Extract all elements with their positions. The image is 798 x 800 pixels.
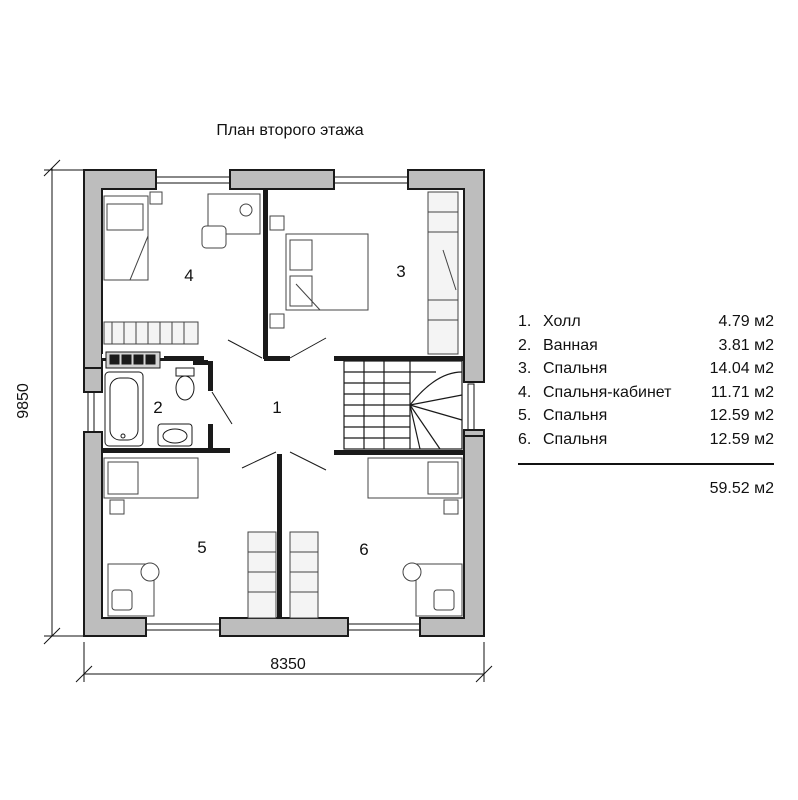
legend-number: 2. (518, 336, 532, 354)
room-number-1: 1 (272, 398, 282, 417)
legend-row: 4. Спальня-кабинет 11.71 м2 (518, 381, 774, 405)
room-number-5: 5 (197, 538, 207, 557)
legend-room-area: 12.59 м2 (709, 430, 774, 448)
room-3-furniture (269, 191, 459, 355)
room-5-furniture (103, 457, 277, 619)
legend-row: 5. Спальня 12.59 м2 (518, 404, 774, 428)
legend-room-area: 12.59 м2 (709, 407, 774, 425)
legend-number: 4. (518, 383, 532, 401)
room-number-3: 3 (396, 262, 406, 281)
door-swings (211, 337, 327, 471)
legend-room-area: 3.81 м2 (718, 336, 774, 354)
staircase (343, 360, 463, 450)
room-6-furniture (289, 457, 463, 619)
legend-room-name: Ванная (543, 336, 598, 354)
legend-room-name: Спальня (543, 360, 608, 378)
room-number-2: 2 (153, 398, 163, 417)
exterior-walls (83, 169, 485, 637)
dimension-lines (43, 159, 493, 683)
legend-room-area: 4.79 м2 (718, 313, 774, 330)
height-dimension-label: 9850 (14, 383, 32, 419)
room-4-furniture (103, 191, 261, 345)
room-number-4: 4 (184, 266, 194, 285)
room-area-legend: 1. Холл 4.79 м2 2. Ванная 3.81 м2 3. Спа… (518, 310, 774, 497)
legend-number: 6. (518, 430, 532, 448)
legend-row: 1. Холл 4.79 м2 (518, 310, 774, 334)
legend-room-area: 14.04 м2 (709, 360, 774, 378)
legend-room-name: Спальня-кабинет (543, 383, 672, 401)
legend-number: 5. (518, 407, 532, 425)
legend-room-name: Спальня (543, 407, 608, 425)
legend-total-rule (518, 463, 774, 465)
legend-number: 1. (518, 313, 532, 330)
plan-title: План второго этажа (216, 122, 364, 139)
legend-room-name: Спальня (543, 430, 608, 448)
legend-number: 3. (518, 360, 532, 378)
legend-row: 3. Спальня 14.04 м2 (518, 357, 774, 381)
legend-row: 6. Спальня 12.59 м2 (518, 428, 774, 452)
legend-total-area: 59.52 м2 (709, 480, 774, 497)
room-number-6: 6 (359, 540, 369, 559)
legend-room-area: 11.71 м2 (710, 383, 774, 401)
legend-room-name: Холл (543, 313, 581, 330)
width-dimension-label: 8350 (270, 656, 306, 673)
bathroom-fixtures (104, 351, 195, 447)
legend-row: 2. Ванная 3.81 м2 (518, 334, 774, 358)
